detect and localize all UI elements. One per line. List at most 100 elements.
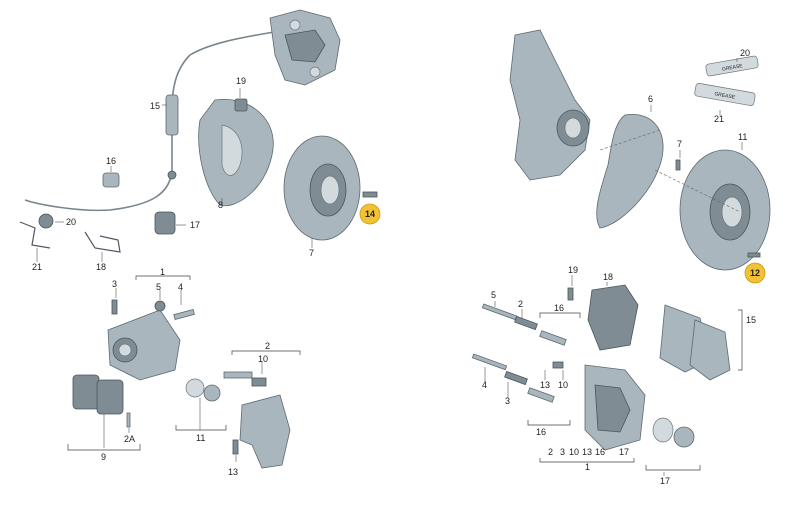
- right-label-11: 4: [482, 380, 487, 390]
- caliper-housing-left: [107, 309, 181, 381]
- left-label-17: 2A: [124, 434, 135, 444]
- bottom-row-4: 16: [595, 447, 605, 457]
- anti-noise-plate-18: [587, 284, 639, 351]
- bracket-9-left: [67, 444, 141, 451]
- bottom-row-1: 3: [560, 447, 565, 457]
- pin-4-left: [173, 308, 195, 320]
- bolt-19-right: [567, 287, 574, 301]
- bolt-19-left: [234, 98, 248, 112]
- left-label-4: 7: [309, 248, 314, 258]
- right-label-12: 3: [505, 396, 510, 406]
- right-label-10: 15: [746, 315, 756, 325]
- right-label-0: 20: [740, 48, 750, 58]
- left-label-8: 18: [96, 262, 106, 272]
- right-label-16b: 16: [536, 427, 546, 437]
- right-bottom-row: 2 3 10 13 16 17: [548, 447, 629, 457]
- nut-20-left: [38, 213, 54, 229]
- clip-16-left: [102, 172, 120, 188]
- brake-hose: [24, 29, 286, 212]
- left-label-5: 20: [66, 217, 76, 227]
- right-label-7: 5: [491, 290, 496, 300]
- grease-tube-20: GREASE: [705, 55, 759, 77]
- steering-knuckle: [509, 29, 591, 181]
- left-label-6: 17: [190, 220, 200, 230]
- bolt-13-left: [232, 439, 239, 455]
- bracket-1-right: [539, 458, 635, 463]
- callout-12[interactable]: 12: [744, 262, 766, 284]
- bracket-1-left: [135, 275, 191, 280]
- piston-right: [673, 426, 695, 448]
- left-label-9: 1: [160, 267, 165, 277]
- bottom-row-5: 17: [619, 447, 629, 457]
- pin-16b-right: [527, 387, 555, 403]
- right-label-9: 16: [554, 303, 564, 313]
- right-label-3: 7: [677, 139, 682, 149]
- piston-ring-left: [203, 384, 221, 402]
- left-label-14: 10: [258, 354, 268, 364]
- part-2A-left: [126, 412, 131, 428]
- rotor-screw-left: [362, 191, 378, 198]
- spring-18-left: [84, 231, 121, 253]
- right-label-1: 21: [714, 114, 724, 124]
- right-label-13: 13: [540, 380, 550, 390]
- callout-12-label: 12: [750, 268, 760, 278]
- left-label-12: 4: [178, 282, 183, 292]
- right-label-6: 18: [603, 272, 613, 282]
- bolt-7-right: [675, 159, 681, 171]
- guide-3-right: [504, 370, 528, 386]
- seal-ring-right: [652, 417, 674, 443]
- guide-pin-left: [223, 371, 253, 379]
- dust-shield-left: [198, 98, 274, 207]
- bracket-17-left: [154, 211, 176, 235]
- right-label-14: 10: [558, 380, 568, 390]
- guide-2-right: [514, 315, 538, 331]
- caliper-carrier-left: [239, 394, 291, 469]
- bottom-row-0: 2: [548, 447, 553, 457]
- callout-14-label: 14: [365, 209, 375, 219]
- right-label-15: 1: [585, 462, 590, 472]
- bracket-15: [738, 309, 743, 371]
- left-label-16: 9: [101, 452, 106, 462]
- hose-fitting: [165, 94, 179, 136]
- pin-16-right: [539, 330, 567, 346]
- brake-pads-left: [72, 374, 124, 415]
- left-label-3: 8: [218, 200, 223, 210]
- bracket-16-top: [539, 312, 581, 318]
- right-label-2: 6: [648, 94, 653, 104]
- callout-14[interactable]: 14: [359, 203, 381, 225]
- brake-rotor-left: [283, 135, 361, 241]
- bushing-5-left: [154, 300, 166, 312]
- wire-21-left: [19, 221, 51, 249]
- left-label-18: 13: [228, 467, 238, 477]
- brake-rotor-right: [679, 149, 771, 271]
- left-label-7: 21: [32, 262, 42, 272]
- bolt-5-right: [481, 303, 518, 321]
- caliper-housing-right: [584, 364, 646, 451]
- hose-connector: [167, 170, 177, 180]
- grease-tube-21: GREASE: [694, 83, 756, 106]
- bottom-row-3: 13: [582, 447, 592, 457]
- bracket-11-left: [175, 425, 227, 431]
- left-label-0: 15: [150, 101, 160, 111]
- grease-label-20: GREASE: [722, 63, 744, 73]
- left-label-2: 16: [106, 156, 116, 166]
- right-label-4: 11: [738, 132, 747, 142]
- cap-10-right: [552, 361, 564, 369]
- left-label-10: 3: [112, 279, 117, 289]
- guide-boot-left: [251, 377, 267, 387]
- left-label-13: 2: [265, 341, 270, 351]
- seal-ring-left: [185, 378, 205, 398]
- left-label-11: 5: [156, 282, 161, 292]
- right-label-16: 17: [660, 476, 670, 486]
- bottom-row-2: 10: [569, 447, 579, 457]
- bolt-3-left: [111, 299, 118, 315]
- rotor-screw-right: [747, 252, 761, 258]
- top-caliper: [269, 9, 341, 86]
- left-label-15: 11: [196, 433, 205, 443]
- right-label-5: 19: [568, 265, 578, 275]
- left-assembly: 15 19 16 8 7 20 17 21 18 1 3 5 4 2 10 11…: [19, 9, 381, 477]
- bracket-16-bottom: [527, 420, 571, 426]
- bolt-4-right: [471, 353, 508, 371]
